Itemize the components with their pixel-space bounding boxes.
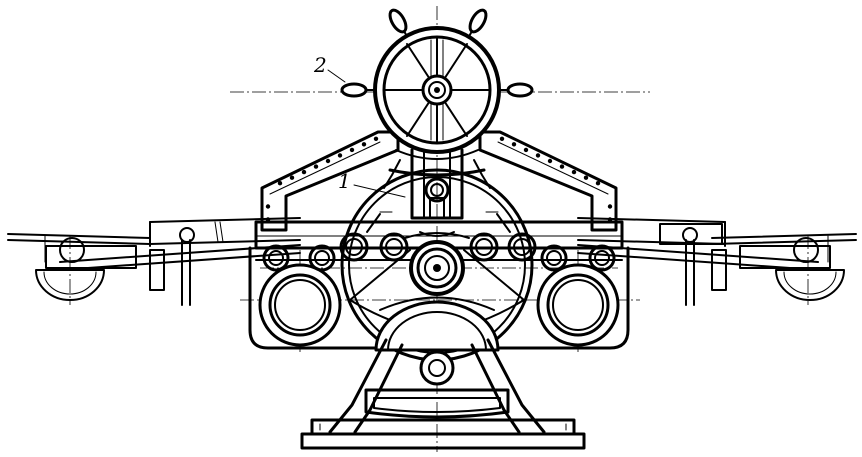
rivet [301,169,307,175]
rivet [361,142,367,147]
label-handwheel: 2 [313,53,327,77]
rivet [607,217,613,222]
handwheel-handles [340,8,534,98]
rivet [277,181,283,186]
label-cylinder: 1 [338,169,351,193]
right-large-roller [536,263,620,347]
rivet [349,147,355,153]
rivet [547,158,553,164]
leader-lines [327,69,406,198]
rivet [289,175,295,180]
base-stand [300,338,586,450]
rivet [595,181,601,186]
guide-rollers [262,211,616,272]
rivet [265,204,271,209]
rivet [325,158,331,164]
central-hub [409,240,465,296]
rivet [313,164,319,169]
rivet [583,175,589,180]
rivet [535,153,541,158]
rivet [373,136,379,141]
rivet [511,142,517,147]
rivet [337,153,343,158]
rivet [571,169,577,175]
rivet [265,217,271,222]
handwheel [340,8,534,154]
right-arm [577,217,857,306]
rivet [559,164,565,169]
rivets [265,136,613,222]
rivet [523,147,529,153]
rivet [607,204,613,209]
lower-roll [374,300,500,352]
left-large-roller [258,263,342,347]
rivet [499,136,505,141]
